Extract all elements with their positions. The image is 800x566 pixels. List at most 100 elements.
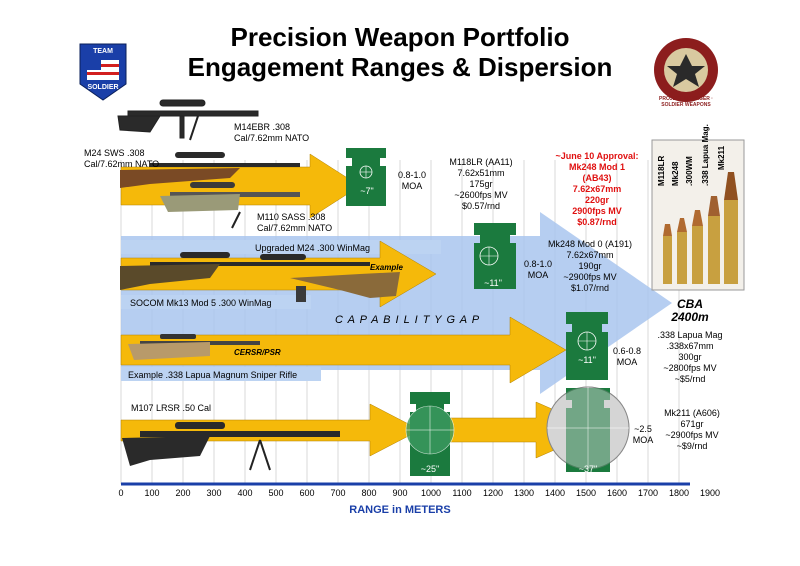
rifle-mk13: [230, 254, 400, 302]
ammo-approval-5: 2900fps MV: [572, 206, 622, 216]
ammo-mk211-1: 671gr: [680, 419, 704, 429]
m24-label-2: Cal/7.62mm NATO: [84, 159, 160, 169]
ammo-mk248-0: Mk248 Mod 0 (A191) 7.62x67mm 190gr ~2900…: [540, 239, 640, 294]
pm-soldier-weapons-logo: [654, 38, 718, 102]
target-11in-b: [566, 312, 608, 380]
cartridge-label-4: Mk211: [717, 145, 726, 170]
example-label: Example: [370, 263, 403, 272]
ammo-lapua-2: 300gr: [678, 352, 702, 362]
ammo-lapua-0: .338 Lapua Mag: [657, 330, 723, 340]
tick-300: 300: [206, 488, 222, 498]
moa-2-line1: 0.8-1.0: [523, 259, 553, 269]
moa-1-line1: 0.8-1.0: [397, 170, 427, 180]
target-11in-a: [474, 223, 516, 289]
ammo-approval: ~June 10 Approval: Mk248 Mod 1 (AB43) 7.…: [552, 151, 642, 228]
axis-label: RANGE in METERS: [349, 504, 451, 516]
ammo-mk211-3: ~$9/rnd: [676, 441, 708, 451]
moa-4-line2: MOA: [632, 435, 654, 445]
ammo-mk248-0-0: Mk248 Mod 0 (A191): [547, 239, 633, 249]
target-11in-b-label: ~11": [578, 355, 596, 365]
rifle-m24-upgraded: [120, 252, 300, 290]
rifle-m24: [120, 152, 300, 188]
tick-100: 100: [144, 488, 160, 498]
ammo-lapua-3: ~2800fps MV: [663, 363, 717, 373]
moa-2-line2: MOA: [527, 270, 549, 280]
tick-1800: 1800: [668, 488, 690, 498]
ammo-approval-0: ~June 10 Approval:: [555, 151, 639, 161]
arrow-338: [120, 316, 567, 384]
moa-3-line1: 0.6-0.8: [612, 346, 642, 356]
tick-1600: 1600: [606, 488, 628, 498]
cartridge-label-0: M118LR: [657, 155, 666, 186]
m24-label-1: M24 SWS .308: [84, 148, 145, 158]
cartridge-label-1: Mk248: [671, 161, 680, 186]
ammo-m118lr-2: 175gr: [469, 179, 493, 189]
target-11in-a-label: ~11": [484, 278, 502, 288]
cba-label-2: 2400m: [671, 310, 709, 324]
tick-500: 500: [268, 488, 284, 498]
rifle-m14ebr: [117, 99, 259, 141]
cartridge-label-2: .300WM: [685, 156, 694, 186]
pm-logo-ring-text: PROJECT MANAGER · SOLDIER WEAPONS: [659, 96, 713, 108]
tick-600: 600: [299, 488, 315, 498]
ammo-approval-3: 7.62x67mm: [572, 184, 622, 194]
ammo-approval-1: Mk248 Mod 1: [568, 162, 626, 172]
rifle-cersr: [128, 334, 260, 360]
target-7in-label: ~7": [360, 186, 374, 196]
ammo-m118lr-1: 7.62x51mm: [457, 168, 505, 178]
upgraded-m24-bar: [121, 240, 441, 254]
tick-1700: 1700: [637, 488, 659, 498]
ammo-mk248-0-4: $1.07/rnd: [570, 283, 610, 293]
tick-800: 800: [361, 488, 377, 498]
tick-1000: 1000: [420, 488, 442, 498]
rifle-m110: [160, 182, 300, 229]
ammo-lapua: .338 Lapua Mag .338x67mm 300gr ~2800fps …: [650, 330, 730, 385]
ammo-mk211-0: Mk211 (A606): [664, 408, 720, 418]
ammo-mk211: Mk211 (A606) 671gr ~2900fps MV ~$9/rnd: [652, 408, 732, 452]
rifle-m107: [122, 422, 340, 471]
cba-label-1: CBA: [677, 297, 703, 311]
cartridge-label-3: .338 Lapua Mag.: [701, 124, 710, 186]
ammo-mk248-0-2: 190gr: [578, 261, 602, 271]
tick-1500: 1500: [575, 488, 597, 498]
team-logo-top-text: TEAM: [93, 48, 113, 55]
ammo-approval-2: (AB43): [582, 173, 612, 183]
ammo-approval-4: 220gr: [584, 195, 610, 205]
ammo-approval-6: $0.87/rnd: [577, 217, 617, 227]
ammo-m118lr-3: ~2600fps MV: [454, 190, 508, 200]
team-logo-bottom-text: SOLDIER: [87, 84, 119, 91]
ammo-mk211-2: ~2900fps MV: [665, 430, 719, 440]
tick-1900: 1900: [699, 488, 721, 498]
ammo-mk248-0-1: 7.62x67mm: [566, 250, 614, 260]
target-37in-label: ~37": [578, 464, 598, 474]
ammo-lapua-1: .338x67mm: [666, 341, 714, 351]
example-338-bar: [121, 367, 321, 381]
m14ebr-label-1: M14EBR .308: [234, 122, 291, 132]
cersr-label: CERSR/PSR: [234, 348, 281, 357]
ammo-m118lr-0: M118LR (AA11): [449, 157, 513, 167]
tick-900: 900: [392, 488, 408, 498]
cartridges-photo: [651, 139, 745, 291]
target-7in: [346, 148, 386, 206]
tick-1300: 1300: [513, 488, 535, 498]
target-25in-label: ~25": [420, 464, 440, 474]
ammo-m118lr: M118LR (AA11) 7.62x51mm 175gr ~2600fps M…: [436, 157, 526, 212]
arrow-m24-upgraded: [120, 240, 437, 308]
tick-0: 0: [118, 488, 124, 498]
upgraded-m24-label: Upgraded M24 .300 WinMag: [255, 243, 371, 253]
tick-1400: 1400: [544, 488, 566, 498]
example-338-label: Example .338 Lapua Magnum Sniper Rifle: [128, 370, 298, 380]
tick-200: 200: [175, 488, 191, 498]
mk13-bar: [121, 295, 311, 309]
tick-1200: 1200: [482, 488, 504, 498]
m110-label-1: M110 SASS .308: [257, 212, 326, 222]
mk13-label: SOCOM Mk13 Mod 5 .300 WinMag: [130, 298, 272, 308]
title-line-1: Precision Weapon Portfolio: [230, 22, 570, 52]
tick-1100: 1100: [452, 488, 472, 498]
ammo-mk248-0-3: ~2900fps MV: [563, 272, 617, 282]
target-37in: [546, 386, 630, 472]
ammo-m118lr-4: $0.57/rnd: [461, 201, 501, 211]
m107-label: M107 LRSR .50 Cal: [131, 403, 212, 413]
ammo-lapua-4: ~$5/rnd: [674, 374, 706, 384]
